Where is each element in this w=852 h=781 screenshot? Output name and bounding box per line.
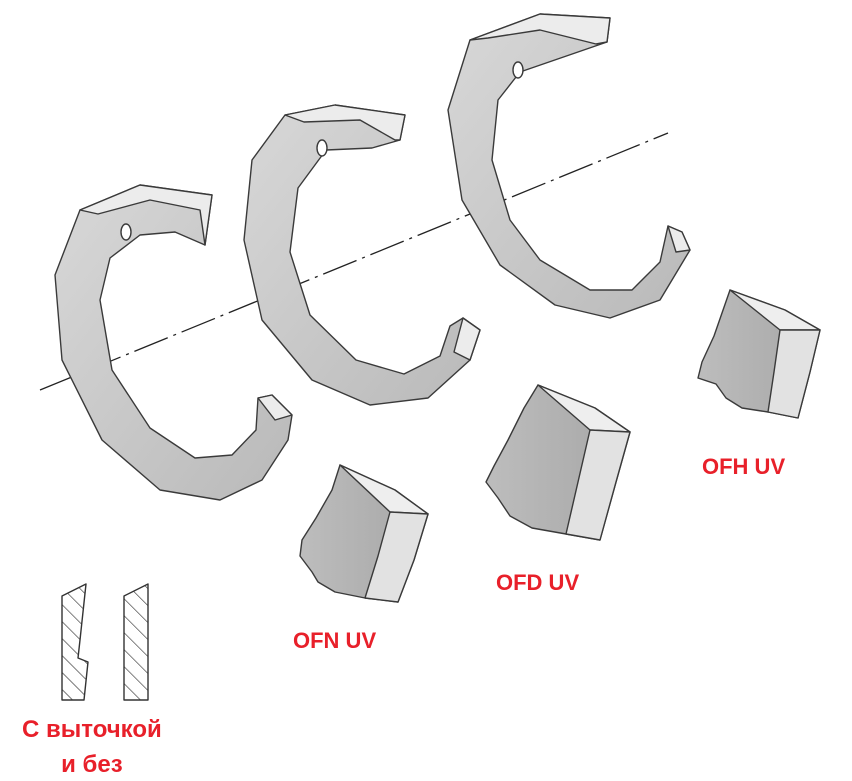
label-section-line1: С выточкой: [22, 716, 162, 743]
ring-ofd: [243, 104, 481, 406]
segment-ofd: [485, 384, 631, 541]
center-axis: [39, 132, 669, 391]
label-ofn-uv: OFN UV: [293, 628, 377, 653]
label-section-caption: С выточкой и без: [22, 712, 162, 781]
section-with-groove: [61, 583, 89, 701]
segment-ofn: [299, 464, 429, 603]
label-ofh-uv: OFH UV: [702, 454, 786, 479]
ring-ofh: [447, 13, 691, 319]
label-section-line2: и без: [61, 751, 123, 778]
label-ofd-uv: OFD UV: [496, 570, 580, 595]
ring-ofn: [54, 184, 293, 501]
section-without-groove: [123, 583, 149, 701]
segment-ofh: [697, 289, 821, 419]
